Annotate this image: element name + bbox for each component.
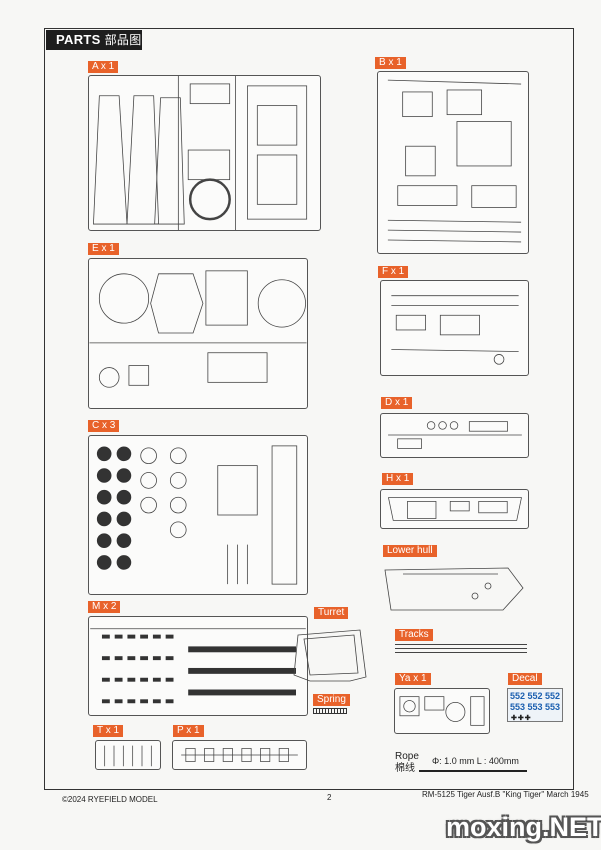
label-sprue-m: M x 2 [88,601,121,613]
label-sprue-e: E x 1 [88,243,119,255]
turret-diagram [290,625,372,685]
sprue-t-drawing [104,745,152,767]
label-sprue-b: B x 1 [375,57,406,69]
sprue-d-diagram [380,413,529,458]
sprue-p-drawing [181,748,298,762]
parts-title-cn: 部品图 [104,33,142,47]
label-sprue-ya: Ya x 1 [395,673,431,685]
label-spring: Spring [313,694,350,706]
watermark: moxing.NET [446,812,601,842]
decal-row-553: 553 553 553 [510,702,561,712]
page-frame [44,28,574,790]
rope-label-en: Rope [395,751,419,762]
label-sprue-c: C x 3 [88,420,120,432]
footer-page-number: 2 [327,793,332,802]
turret-drawing [293,629,367,682]
sprue-a-diagram [88,75,321,231]
sprue-ya-drawing [399,696,485,726]
rope-label: Rope 棉线 [395,751,419,775]
label-lower-hull: Lower hull [383,545,437,557]
sprue-m-drawing [90,628,306,704]
sprue-m-diagram [88,616,308,716]
sprue-ya-diagram [394,688,490,734]
parts-title-en: PARTS [56,32,101,47]
sprue-t-diagram [95,740,161,770]
label-sprue-p: P x 1 [173,725,204,737]
sprue-c-drawing [96,445,298,585]
footer-copyright: ©2024 RYEFIELD MODEL [62,795,158,804]
label-sprue-a: A x 1 [88,61,119,73]
footer-product: RM-5125 Tiger Ausf.B "King Tiger" March … [422,790,589,799]
tracks-diagram [395,641,527,655]
sprue-e-drawing [89,270,307,388]
label-sprue-f: F x 1 [378,266,409,278]
label-turret: Turret [314,607,349,619]
spring-diagram [313,708,347,714]
sprue-h-drawing [388,497,522,521]
lower-hull-drawing [384,567,524,611]
label-sprue-d: D x 1 [381,397,413,409]
rope-spec: Φ: 1.0 mm L : 400mm [432,756,519,766]
rope-diagram [419,770,527,772]
sprue-f-drawing [391,295,519,365]
sprue-a-drawing [93,76,308,230]
label-decal: Decal [508,673,542,685]
sprue-d-drawing [388,421,522,449]
decal-sheet: 552 552 552 553 553 553 ✚✚✚ [507,688,563,722]
sprue-p-diagram [172,740,307,770]
sprue-f-diagram [380,280,529,376]
sprue-e-diagram [88,258,308,409]
label-sprue-t: T x 1 [93,725,124,737]
decal-crosses: ✚✚✚ [511,715,532,722]
decal-row-552: 552 552 552 [510,691,561,701]
rope-label-cn: 棉线 [395,763,415,774]
sprue-b-drawing [387,79,522,243]
label-tracks: Tracks [395,629,433,641]
sprue-b-diagram [377,71,529,254]
sprue-h-diagram [380,489,529,529]
lower-hull-diagram [383,560,529,618]
label-sprue-h: H x 1 [382,473,414,485]
sprue-c-diagram [88,435,308,595]
